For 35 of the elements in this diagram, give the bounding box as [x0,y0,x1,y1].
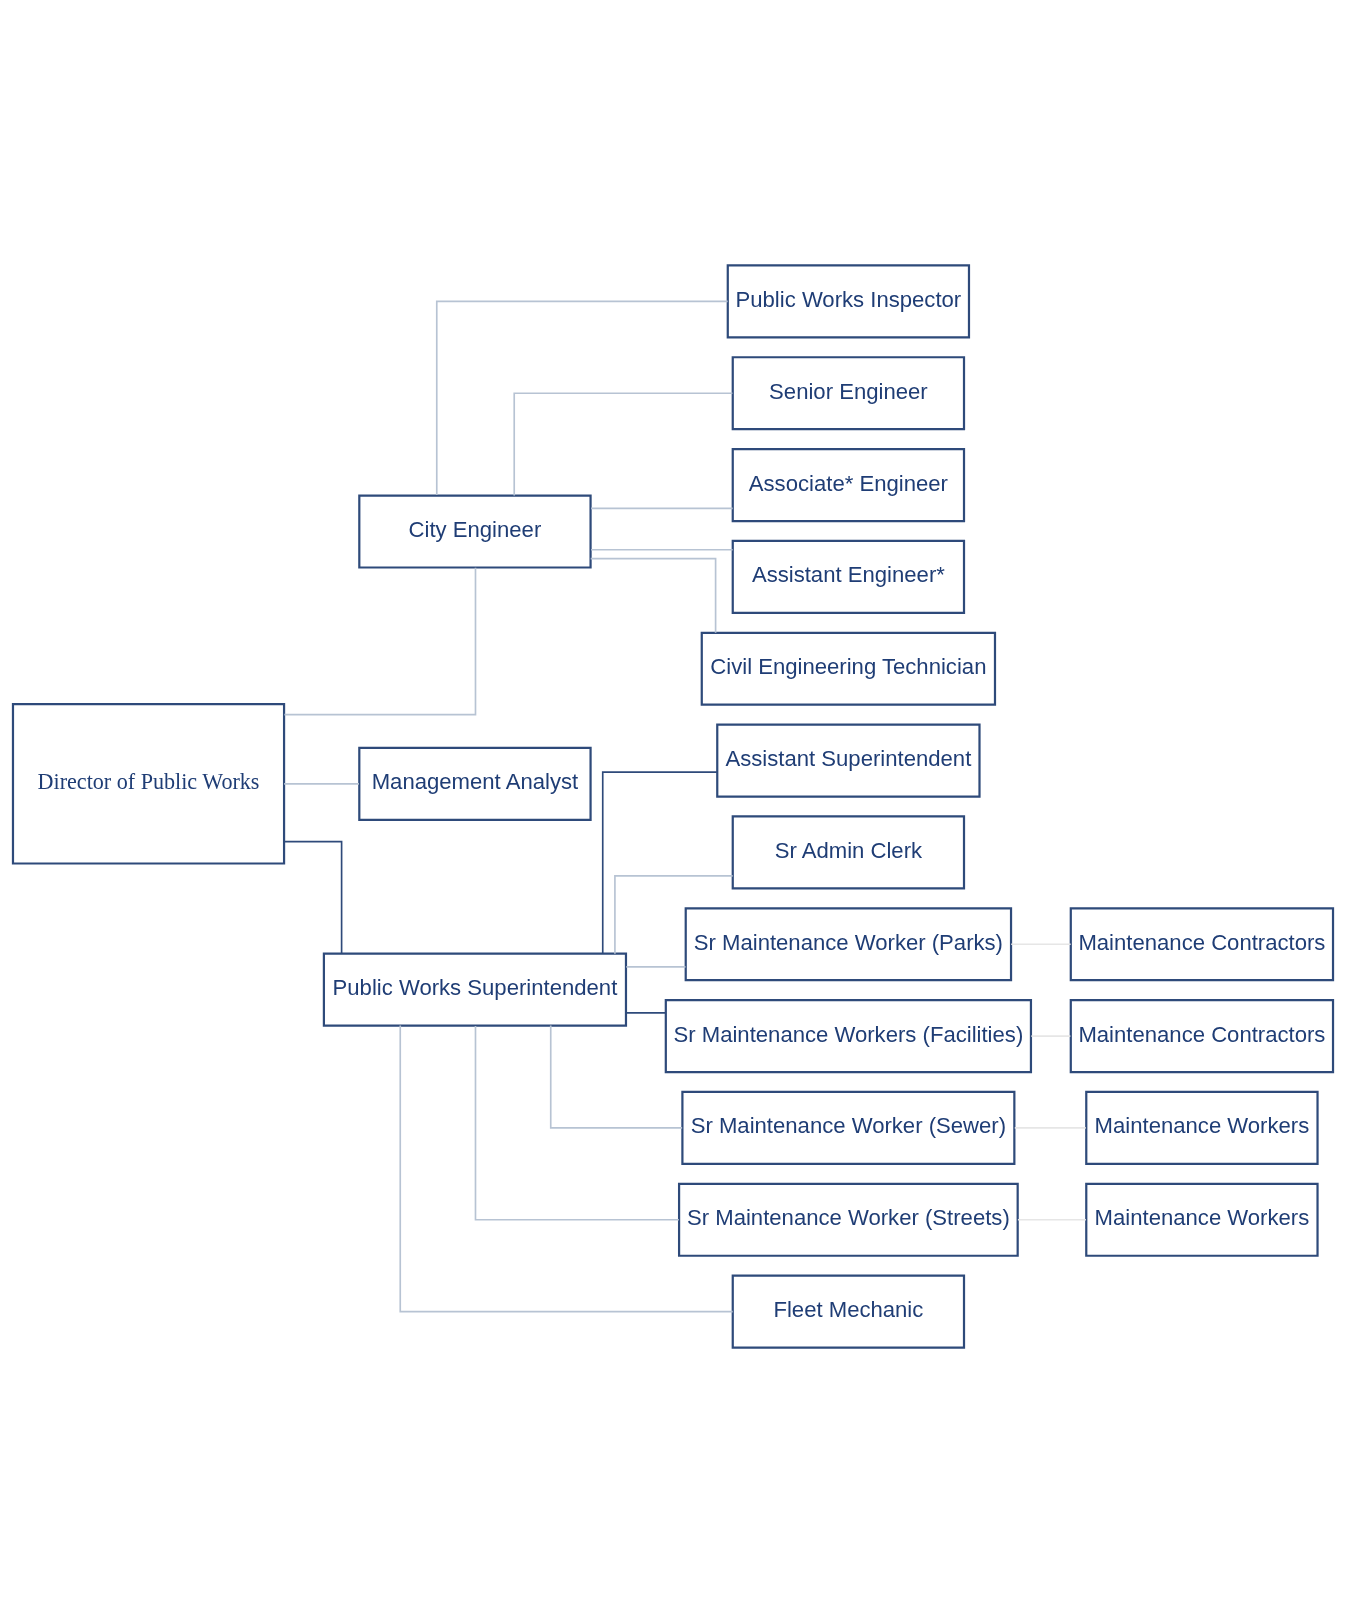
node-box: Sr Maintenance Worker (Parks) [684,907,1013,982]
node-box: Director of Public Works [11,703,286,865]
node-box: Maintenance Contractors [1069,999,1335,1074]
connector [590,507,734,510]
node-box: Maintenance Contractors [1069,907,1335,982]
node-box: Assistant Engineer* [731,539,966,614]
connector [614,875,734,955]
node-box: Maintenance Workers [1085,1090,1319,1165]
node-box: Senior Engineer [731,356,966,431]
connector [625,1012,667,1014]
connector [590,548,734,551]
node-box: Assistant Superintendent [716,723,981,798]
connector [435,300,729,496]
connector [549,1024,683,1129]
node-box: Sr Maintenance Worker (Streets) [678,1182,1019,1257]
connector [589,557,717,634]
connector [283,783,360,785]
node-box: Public Works Inspector [726,264,971,339]
connector [601,771,718,955]
connector [625,966,687,968]
node-box: Sr Maintenance Worker (Sewer) [681,1090,1016,1165]
node-box: Fleet Mechanic [731,1274,966,1349]
node-box: Public Works Superintendent [322,952,628,1027]
node-box: Sr Admin Clerk [731,815,966,890]
node-box: City Engineer [358,494,592,569]
connector [283,840,343,955]
node-box: Civil Engineering Technician [700,631,997,706]
connector [513,392,734,497]
node-box: Associate* Engineer [731,448,966,523]
connector [399,1024,734,1313]
node-box: Management Analyst [358,746,592,821]
node-box: Sr Maintenance Workers (Facilities) [664,999,1033,1074]
connector [283,566,477,716]
node-box: Maintenance Workers [1085,1182,1319,1257]
connector [474,1025,680,1221]
